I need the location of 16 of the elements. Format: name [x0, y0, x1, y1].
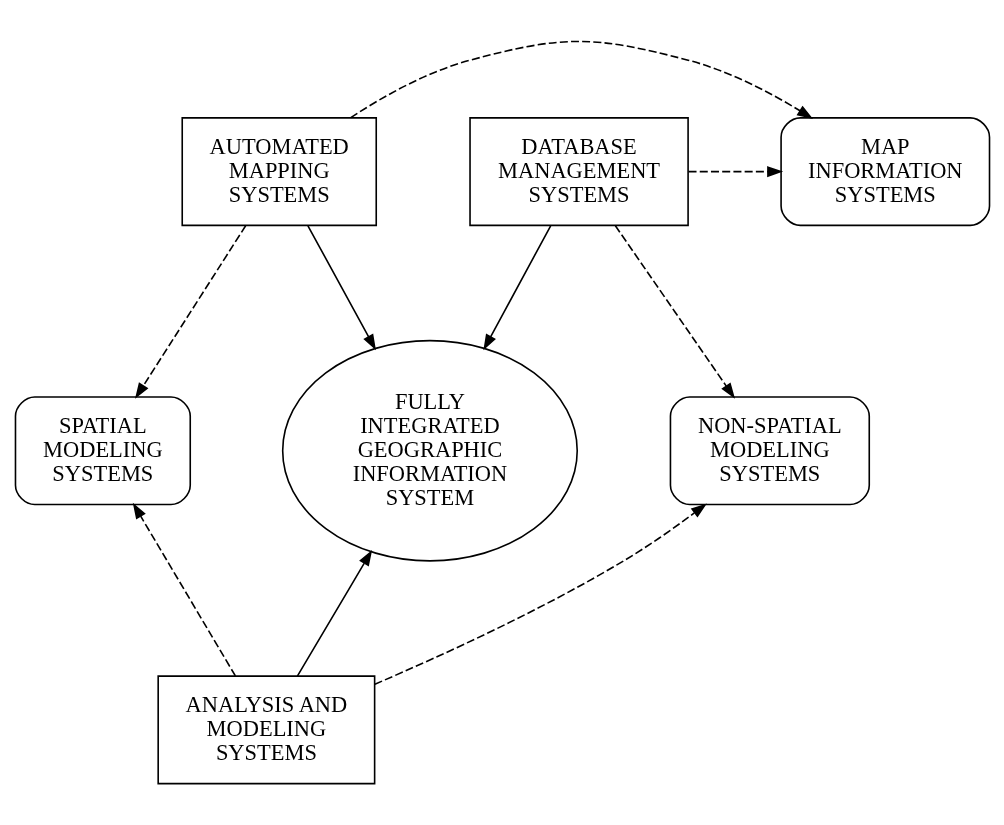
node-box: MAP INFORMATION SYSTEMS	[779, 117, 990, 227]
node-ellipse: FULLY INTEGRATED GEOGRAPHIC INFORMATION SYSTEM	[281, 339, 578, 562]
arrow	[349, 40, 813, 119]
arrow	[482, 225, 551, 351]
node-box: SPATIAL MODELING SYSTEMS	[14, 396, 191, 506]
arrow	[373, 503, 707, 685]
arrow	[306, 225, 376, 351]
arrow	[687, 166, 783, 178]
arrow	[614, 225, 735, 399]
node-box: ANALYSIS AND MODELING SYSTEMS	[156, 675, 375, 785]
node-box: NON-SPATIAL MODELING SYSTEMS	[669, 396, 870, 506]
arrow	[134, 225, 246, 399]
node-box: AUTOMATED MAPPING SYSTEMS	[180, 117, 377, 227]
arrow	[296, 549, 372, 677]
arrow	[132, 502, 236, 677]
node-box: DATABASE MANAGEMENT SYSTEMS	[468, 117, 689, 227]
